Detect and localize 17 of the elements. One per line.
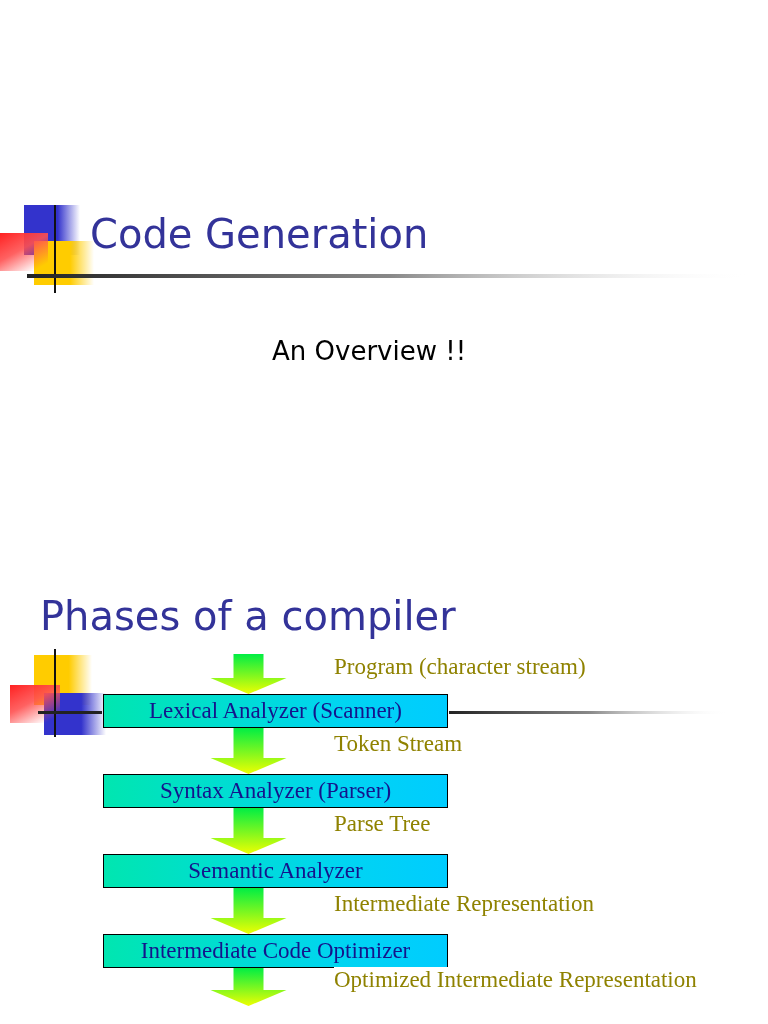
process-box — [103, 774, 448, 808]
edge-label: Program (character stream) — [334, 654, 586, 680]
box-label: Semantic Analyzer — [188, 858, 363, 884]
flow-arrow — [210, 654, 287, 694]
process-box — [103, 934, 448, 968]
box-label: Lexical Analyzer (Scanner) — [149, 698, 402, 724]
box-label: Syntax Analyzer (Parser) — [159, 778, 392, 804]
edge-label: Optimized Intermediate Representation — [334, 967, 697, 993]
process-box — [103, 694, 448, 728]
flow-arrow — [210, 888, 287, 934]
flow-arrow — [210, 968, 287, 1006]
flow-arrow — [210, 728, 287, 774]
box-label: Intermediate Code Optimizer — [140, 938, 411, 964]
slide-title: Code Generation — [90, 214, 429, 254]
process-box — [103, 854, 448, 888]
slide-subtitle: An Overview !! — [272, 336, 467, 366]
flow-arrow — [210, 808, 287, 854]
